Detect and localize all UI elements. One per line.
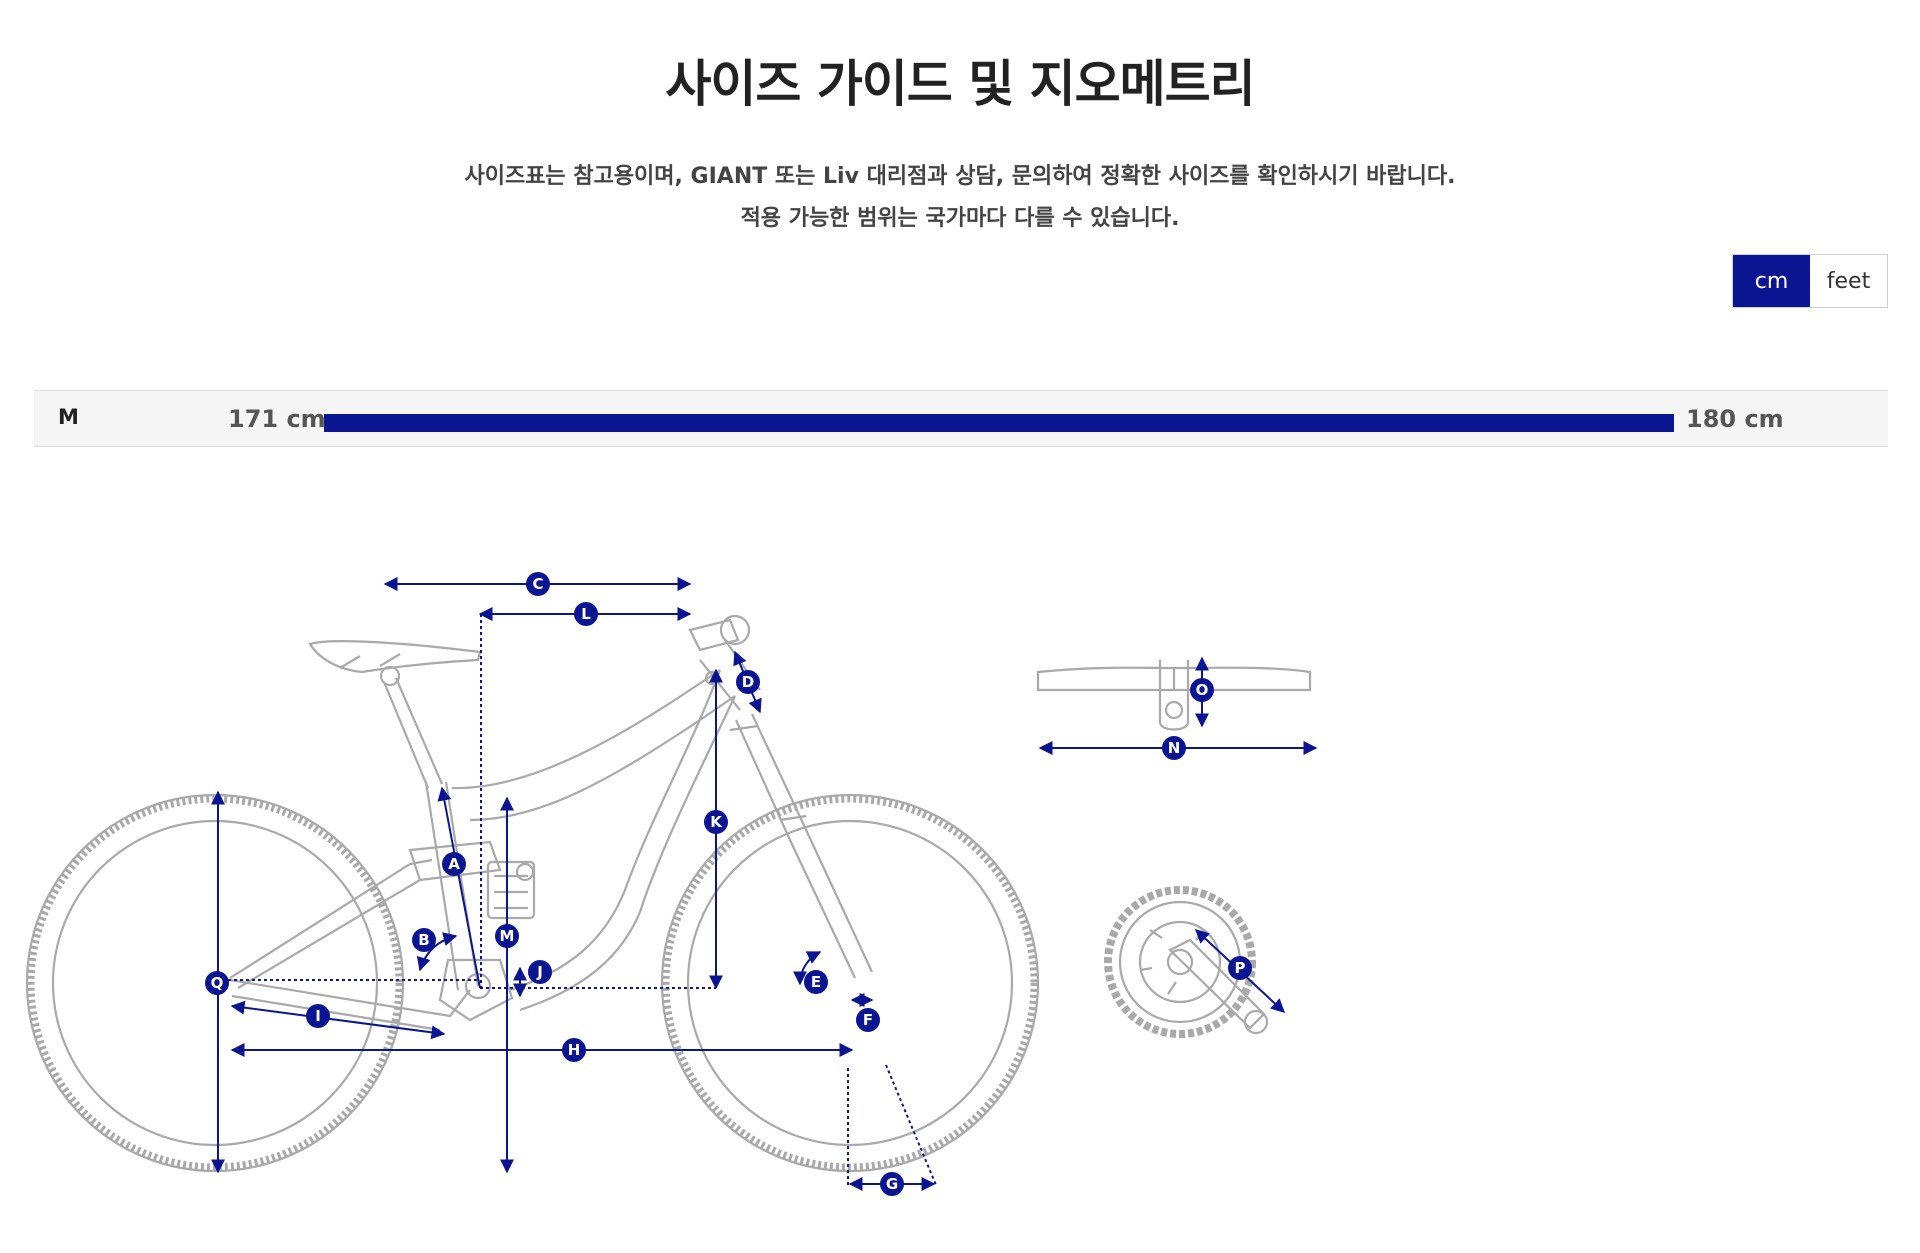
front-tire: [662, 795, 1038, 1171]
svg-text:I: I: [315, 1007, 321, 1025]
seatstay: [229, 858, 433, 989]
marker-f: F: [856, 1008, 880, 1032]
rider-height-min: 171 cm: [228, 405, 326, 433]
svg-text:H: H: [568, 1041, 581, 1059]
stem: [688, 618, 740, 652]
svg-text:G: G: [886, 1175, 898, 1193]
marker-n: N: [1162, 736, 1186, 760]
bike-outline: [25, 614, 1312, 1173]
front-rim: [686, 819, 1014, 1147]
fork: [734, 713, 873, 979]
marker-b: B: [412, 928, 436, 952]
svg-text:N: N: [1168, 739, 1181, 757]
svg-text:C: C: [532, 575, 543, 593]
marker-m: M: [495, 924, 519, 948]
svg-text:M: M: [500, 927, 515, 945]
marker-p: P: [1228, 956, 1252, 980]
seatpost: [382, 677, 444, 789]
geometry-diagram: C L D O N K A B M J Q E I F H G P: [0, 520, 1920, 1253]
size-notice-line-2: 적용 가능한 범위는 국가마다 다를 수 있습니다.: [740, 206, 1180, 231]
marker-a: A: [442, 852, 466, 876]
down-tube: [509, 669, 736, 1012]
svg-text:K: K: [710, 813, 723, 831]
unit-cm-button[interactable]: cm: [1733, 255, 1810, 307]
marker-g: G: [880, 1172, 904, 1196]
size-label: M: [58, 405, 79, 429]
svg-text:O: O: [1196, 681, 1209, 699]
measurement-markers: C L D O N K A B M J Q E I F H G P: [205, 572, 1252, 1196]
marker-j: J: [528, 960, 552, 984]
rider-height-max: 180 cm: [1686, 405, 1784, 433]
rider-height-range-bar: [324, 414, 1674, 432]
svg-text:A: A: [448, 855, 460, 873]
size-range-row: M 171 cm 180 cm: [34, 390, 1888, 447]
marker-k: K: [704, 810, 728, 834]
unit-toggle: cm feet: [1732, 254, 1888, 308]
saddle: [308, 640, 482, 674]
marker-d: D: [736, 670, 760, 694]
svg-text:D: D: [742, 673, 754, 691]
handlebar: [1036, 666, 1312, 692]
marker-c: C: [526, 572, 550, 596]
geometry-drawing: C L D O N K A B M J Q E I F H G P: [25, 572, 1318, 1196]
marker-l: L: [574, 602, 598, 626]
seat-tube: [424, 781, 480, 991]
marker-e: E: [804, 970, 828, 994]
top-tube: [451, 669, 736, 822]
measurement-lines: [211, 577, 1318, 1191]
marker-i: I: [306, 1004, 330, 1028]
marker-o: O: [1190, 678, 1214, 702]
svg-text:L: L: [581, 605, 591, 623]
size-notice-line-1: 사이즈표는 참고용이며, GIANT 또는 Liv 대리점과 상담, 문의하여 …: [464, 164, 1456, 189]
svg-text:B: B: [418, 931, 429, 949]
unit-feet-button[interactable]: feet: [1810, 255, 1887, 307]
svg-text:F: F: [863, 1011, 873, 1029]
svg-text:J: J: [536, 963, 543, 981]
svg-text:P: P: [1235, 959, 1246, 977]
marker-h: H: [562, 1038, 586, 1062]
page-title: 사이즈 가이드 및 지오메트리: [665, 55, 1255, 113]
marker-q: Q: [205, 971, 229, 995]
svg-text:E: E: [811, 973, 821, 991]
svg-text:Q: Q: [211, 974, 224, 992]
